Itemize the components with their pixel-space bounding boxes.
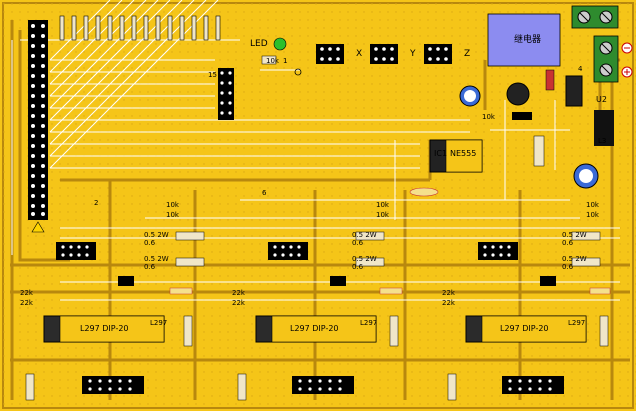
res-0p6-3b: 0.6 [562, 263, 574, 271]
res-10k-3a: 10k [586, 201, 599, 209]
res-0p5-2w-3b: 0.5 2W [562, 255, 587, 263]
res-0p6-3a: 0.6 [562, 239, 574, 247]
pin-label-15: 15 [208, 71, 217, 79]
res-22k-2a: 22k [232, 289, 245, 297]
res-0p6-2b: 0.6 [352, 263, 364, 271]
pin-label-2: 2 [94, 199, 99, 207]
res-22k-3a: 22k [442, 289, 455, 297]
l3-label: L3 [598, 137, 607, 145]
res-10k-timer: 10k [482, 113, 495, 121]
res-10k-1a: 10k [166, 201, 179, 209]
l297-side-label-3: L297 [568, 319, 586, 327]
res-10k-led: 10k [266, 57, 279, 65]
res-22k-2b: 22k [232, 299, 245, 307]
res-0p6-1b: 0.6 [144, 263, 156, 271]
res-10k-2a: 10k [376, 201, 389, 209]
pin-label-1: 1 [283, 57, 288, 65]
pin-label-6: 6 [262, 189, 267, 197]
relay-label: 继电器 [514, 35, 542, 45]
ne555-label: NE555 [450, 149, 477, 158]
res-22k-1b: 22k [20, 299, 33, 307]
res-10k-2b: 10k [376, 211, 389, 219]
res-0p5-2w-2b: 0.5 2W [352, 255, 377, 263]
l297-label-3: L297 DIP-20 [500, 324, 549, 333]
led-label: LED [250, 39, 268, 49]
res-0p5-2w-1a: 0.5 2W [144, 231, 169, 239]
pin-label-4: 4 [578, 65, 583, 73]
res-0p5-2w-2a: 0.5 2W [352, 231, 377, 239]
res-22k-1a: 22k [20, 289, 33, 297]
u2-label: U2 [596, 95, 607, 104]
l297-label-1: L297 DIP-20 [80, 324, 129, 333]
axis-label-y: Y [410, 49, 416, 59]
res-10k-1b: 10k [166, 211, 179, 219]
axis-label-z: Z [464, 49, 471, 59]
l297-side-label-2: L297 [360, 319, 378, 327]
res-0p6-2a: 0.6 [352, 239, 364, 247]
res-22k-3b: 22k [442, 299, 455, 307]
l297-side-label-1: L297 [150, 319, 168, 327]
res-0p6-1a: 0.6 [144, 239, 156, 247]
l297-label-2: L297 DIP-20 [290, 324, 339, 333]
axis-label-x: X [356, 49, 363, 59]
res-10k-3b: 10k [586, 211, 599, 219]
res-0p5-2w-1b: 0.5 2W [144, 255, 169, 263]
res-0p5-2w-3a: 0.5 2W [562, 231, 587, 239]
ic1-label: IC1 [434, 149, 448, 158]
